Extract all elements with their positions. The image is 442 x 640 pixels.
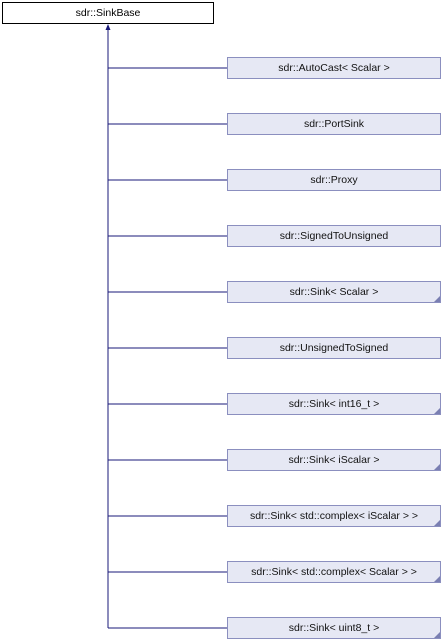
inheritance-arrowhead [105, 24, 111, 30]
derived-class-label: sdr::Sink< uint8_t > [288, 622, 380, 634]
derived-class-label: sdr::UnsignedToSigned [279, 342, 389, 354]
derived-class-label: sdr::Sink< std::complex< Scalar > > [251, 566, 417, 578]
derived-class-node[interactable]: sdr::Sink< std::complex< Scalar > > [227, 561, 441, 583]
derived-class-node[interactable]: sdr::Sink< std::complex< iScalar > > [227, 505, 441, 527]
derived-class-label: sdr::Sink< iScalar > [288, 454, 380, 466]
derived-class-node[interactable]: sdr::Sink< iScalar > [227, 449, 441, 471]
derived-class-label: sdr::Proxy [310, 174, 358, 186]
derived-class-label: sdr::SignedToUnsigned [279, 230, 389, 242]
derived-class-node[interactable]: sdr::Proxy [227, 169, 441, 191]
derived-class-label: sdr::PortSink [303, 118, 365, 130]
derived-class-label: sdr::AutoCast< Scalar > [278, 62, 390, 74]
edge-lines [107, 30, 227, 629]
derived-class-node[interactable]: sdr::AutoCast< Scalar > [227, 57, 441, 79]
derived-class-label: sdr::Sink< int16_t > [288, 398, 380, 410]
derived-class-label: sdr::Sink< std::complex< iScalar > > [249, 510, 419, 522]
base-class-label: sdr::SinkBase [75, 7, 141, 19]
derived-class-node[interactable]: sdr::PortSink [227, 113, 441, 135]
derived-class-node[interactable]: sdr::Sink< Scalar > [227, 281, 441, 303]
derived-class-node[interactable]: sdr::SignedToUnsigned [227, 225, 441, 247]
derived-class-node[interactable]: sdr::Sink< int16_t > [227, 393, 441, 415]
derived-class-node[interactable]: sdr::UnsignedToSigned [227, 337, 441, 359]
derived-class-node[interactable]: sdr::Sink< uint8_t > [227, 617, 441, 639]
base-class-node[interactable]: sdr::SinkBase [2, 2, 214, 24]
derived-class-label: sdr::Sink< Scalar > [289, 286, 379, 298]
